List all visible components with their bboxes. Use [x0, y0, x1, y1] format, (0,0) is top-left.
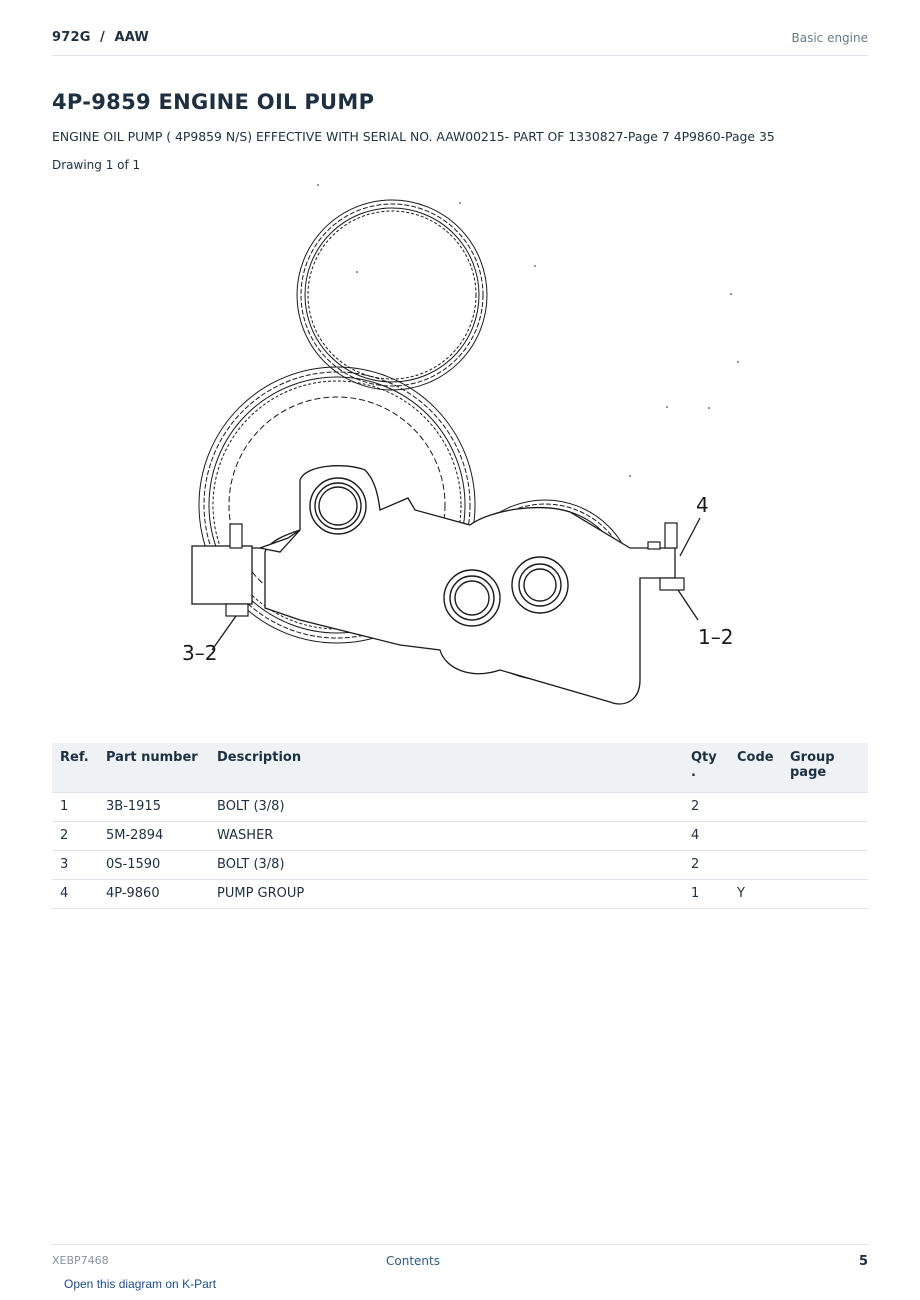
row-description: WASHER: [209, 821, 683, 851]
row-code: Y: [729, 879, 782, 909]
row-qty: 4: [683, 821, 729, 851]
page-footer: XEBP7468 Contents 5: [52, 1244, 868, 1274]
row-description: BOLT (3/8): [209, 850, 683, 880]
row-qty: 2: [683, 850, 729, 880]
parts-diagram: 4 1–2 3–2: [170, 180, 750, 725]
parts-table: Ref. Part number Description Qty . Code …: [52, 743, 868, 909]
oil-pump-drawing: 4 1–2 3–2: [182, 184, 739, 705]
drawing-count: Drawing 1 of 1: [52, 158, 141, 172]
row-part-number: 4P-9860: [98, 879, 209, 909]
callout-1-2: 1–2: [698, 625, 733, 649]
row-code: [729, 850, 782, 880]
callout-3-2: 3–2: [182, 641, 217, 665]
contents-link[interactable]: Contents: [386, 1254, 440, 1268]
row-group-page: [782, 792, 868, 822]
gear-bores: [309, 477, 569, 627]
row-group-page: [782, 879, 868, 909]
header-ref: Ref.: [52, 743, 98, 792]
table-row: 1 3B-1915 BOLT (3/8) 2: [52, 792, 868, 822]
table-row: 2 5M-2894 WASHER 4: [52, 821, 868, 851]
row-group-page: [782, 821, 868, 851]
header-qty: Qty .: [683, 743, 729, 792]
upper-gear: [296, 199, 488, 391]
page-title: 4P-9859 ENGINE OIL PUMP: [52, 90, 375, 114]
row-description: BOLT (3/8): [209, 792, 683, 822]
row-code: [729, 792, 782, 822]
row-ref: 4: [52, 879, 98, 909]
row-ref: 2: [52, 821, 98, 851]
row-ref: 3: [52, 850, 98, 880]
kpart-link[interactable]: Open this diagram on K-Part: [64, 1277, 217, 1291]
table-row: 4 4P-9860 PUMP GROUP 1 Y: [52, 879, 868, 909]
large-gear: [198, 366, 476, 644]
header-part-number: Part number: [98, 743, 209, 792]
row-description: PUMP GROUP: [209, 879, 683, 909]
scan-specks: [317, 184, 739, 477]
row-part-number: 5M-2894: [98, 821, 209, 851]
leader-lines: [211, 517, 701, 651]
model-breadcrumb: 972G / AAW: [52, 30, 149, 45]
row-ref: 1: [52, 792, 98, 822]
table-row: 3 0S-1590 BOLT (3/8) 2: [52, 850, 868, 880]
header-group-page: Group page: [782, 743, 868, 792]
header-code: Code: [729, 743, 782, 792]
page-subtitle: ENGINE OIL PUMP ( 4P9859 N/S) EFFECTIVE …: [52, 129, 775, 144]
page-header: 972G / AAW Basic engine: [52, 28, 868, 56]
page-number: 5: [858, 1254, 868, 1269]
row-code: [729, 821, 782, 851]
row-part-number: 3B-1915: [98, 792, 209, 822]
bolt-hardware: [225, 522, 685, 617]
row-qty: 1: [683, 879, 729, 909]
document-id: XEBP7468: [52, 1254, 109, 1267]
header-description: Description: [209, 743, 683, 792]
row-part-number: 0S-1590: [98, 850, 209, 880]
callout-4: 4: [696, 493, 709, 517]
row-group-page: [782, 850, 868, 880]
section-label: Basic engine: [791, 31, 868, 45]
left-bracket: [191, 529, 301, 605]
table-header-row: Ref. Part number Description Qty . Code …: [52, 743, 868, 792]
row-qty: 2: [683, 792, 729, 822]
